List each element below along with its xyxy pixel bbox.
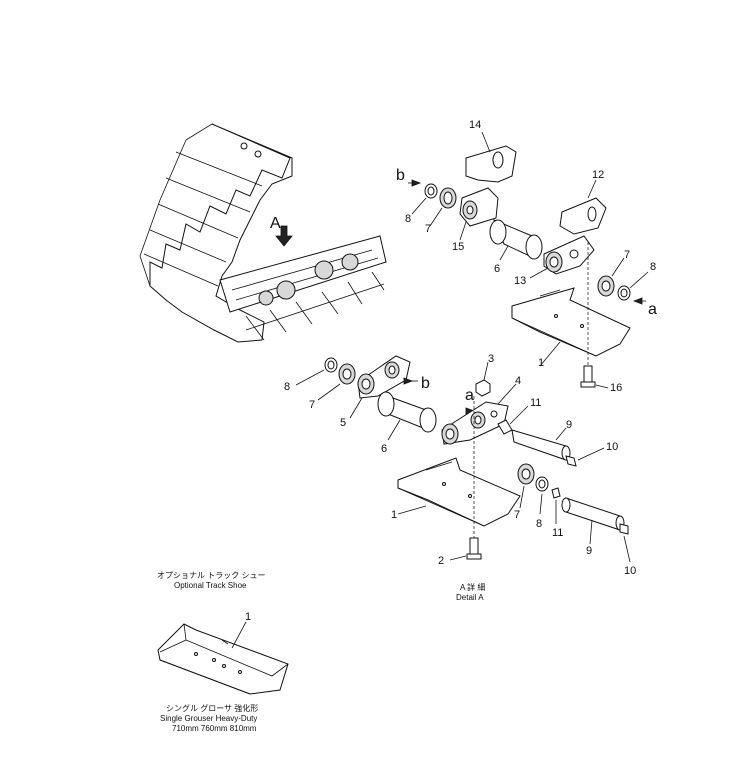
label-9-a: 9 (566, 419, 572, 431)
label-8-top-right: 8 (650, 261, 656, 273)
part-11-lower (551, 487, 561, 499)
track-assembly-illustration: A (139, 123, 387, 343)
single-caption-sizes: 710mm 760mm 810mm (172, 724, 257, 733)
part-9-pin-upper (511, 429, 567, 461)
label-7-top-right: 7 (624, 249, 630, 261)
label-13: 13 (514, 275, 526, 287)
single-caption-en: Single Grouser Heavy-Duty (160, 714, 257, 723)
part-16-bolt (583, 365, 593, 385)
label-11-a: 11 (530, 397, 541, 409)
label-b-mid: b (421, 375, 430, 392)
single-caption-jp: シングル グローサ 強化形 (166, 703, 258, 713)
label-1-top: 1 (538, 357, 544, 369)
label-12: 12 (592, 169, 604, 181)
optional-caption-jp: オプショナル トラック シュー (157, 571, 265, 580)
part-1-shoe-top (511, 287, 631, 357)
label-a-top: a (648, 301, 657, 318)
label-2: 2 (438, 555, 444, 567)
label-7-mid-left: 7 (309, 399, 315, 411)
label-9-b: 9 (586, 545, 592, 557)
label-11-b: 11 (552, 527, 563, 539)
label-3: 3 (488, 353, 494, 365)
label-1-optional: 1 (245, 611, 251, 623)
lower-link-group: 8 7 5 b 6 3 a (284, 353, 636, 577)
part-3-nut (475, 379, 491, 397)
part-10-lower (619, 523, 629, 535)
label-5: 5 (340, 417, 346, 429)
label-6-bottom: 6 (381, 443, 387, 455)
label-1-bottom: 1 (391, 509, 397, 521)
part-2-bolt (469, 537, 479, 557)
label-8-bottom: 8 (536, 518, 542, 530)
label-15: 15 (452, 241, 464, 253)
detail-caption-jp: A 詳 細 (460, 582, 485, 592)
part-9-pin-lower (565, 497, 621, 531)
label-10-b: 10 (624, 565, 636, 577)
label-A: A (270, 215, 281, 232)
label-10-a: 10 (606, 441, 618, 453)
label-8-mid-left: 8 (284, 381, 290, 393)
label-14: 14 (469, 119, 481, 131)
label-4: 4 (515, 375, 521, 387)
label-8-top-left: 8 (405, 213, 411, 225)
optional-caption-en: Optional Track Shoe (174, 581, 247, 590)
part-1-shoe-bottom (397, 457, 521, 527)
label-a-mid: a (465, 387, 474, 404)
optional-track-shoe: 1 (157, 611, 289, 695)
upper-link-group: 14 b 8 7 15 6 12 (396, 119, 657, 394)
part-10-upper (565, 455, 577, 467)
label-7-top-left: 7 (425, 223, 431, 235)
label-6-top: 6 (494, 263, 500, 275)
part-14 (465, 145, 517, 183)
part-12 (559, 197, 607, 235)
label-7-bottom: 7 (514, 509, 520, 521)
detail-caption-en: Detail A (456, 593, 484, 602)
label-16: 16 (610, 382, 622, 394)
label-b-top: b (396, 167, 405, 184)
